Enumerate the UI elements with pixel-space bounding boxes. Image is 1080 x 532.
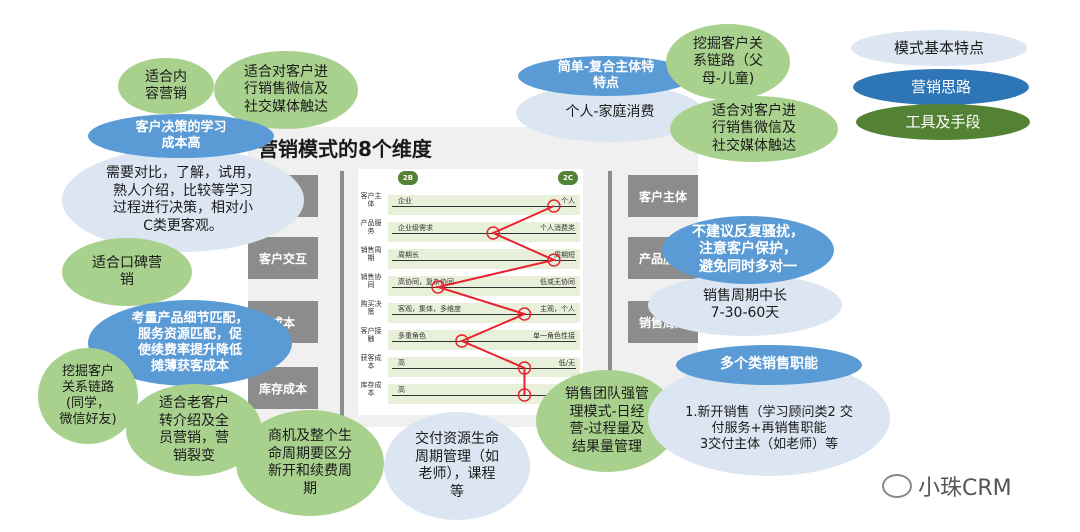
profile-point bbox=[517, 361, 532, 375]
row-label: 库存成本 bbox=[360, 381, 382, 397]
bubble-sales-cycle: 销售周期中长 7-30-60天 bbox=[648, 274, 842, 336]
dimension-scale-panel: 2B 2C 客户主体企业个人产品服务企业级需求个人消费类销售周期周期长周期短销售… bbox=[358, 169, 583, 415]
bubble-relation-chain-left: 挖掘客户 关系链路 (同学， 微信好友) bbox=[38, 348, 138, 444]
dimension-row: 购买决策 客观，集体，多维度 主观，个人 bbox=[358, 299, 583, 326]
profile-zigzag bbox=[431, 199, 561, 402]
row-right-value: 个人消费类 bbox=[540, 224, 575, 232]
dimension-row: 库存成本高低 bbox=[358, 380, 583, 407]
row-left-value: 周期长 bbox=[398, 251, 419, 259]
bubble-wechat-touch-left: 适合对客户进 行销售微信及 社交媒体触达 bbox=[214, 51, 358, 129]
row-left-value: 高 bbox=[398, 359, 405, 367]
watermark: 小珠CRM bbox=[882, 470, 1012, 502]
bubble-wechat-touch-right: 适合对客户进 行销售微信及 社交媒体触达 bbox=[670, 96, 838, 162]
row-left-value: 客观，集体，多维度 bbox=[398, 305, 461, 313]
profile-point bbox=[547, 253, 561, 267]
profile-point bbox=[455, 334, 469, 348]
legend-marketing-thinking: 营销思路 bbox=[853, 69, 1029, 105]
row-band bbox=[388, 195, 580, 215]
badge-2b: 2B bbox=[398, 171, 418, 185]
row-label: 购买决策 bbox=[360, 300, 382, 316]
slide-title: 营销模式的8个维度 bbox=[258, 137, 432, 161]
row-right-value: 个人 bbox=[561, 197, 575, 205]
row-axis bbox=[392, 314, 576, 315]
dimension-row: 客户主体 企业 个人 bbox=[358, 191, 583, 218]
legend-tools-means: 工具及手段 bbox=[856, 104, 1030, 140]
row-left-value: 多重角色 bbox=[398, 332, 426, 340]
profile-point bbox=[517, 307, 532, 321]
row-axis bbox=[392, 368, 576, 369]
row-label: 获客成本 bbox=[360, 354, 382, 370]
row-left-value: 企业 bbox=[398, 197, 412, 205]
bubble-lifecycle: 交付资源生命 周期管理（如 老师），课程 等 bbox=[384, 412, 530, 520]
row-band bbox=[388, 384, 580, 404]
bubble-subject-type: 简单-复合主体特 特点 bbox=[518, 56, 694, 96]
row-axis bbox=[392, 233, 576, 234]
row-label: 客户接触 bbox=[360, 327, 382, 343]
watermark-text: 小珠CRM bbox=[918, 476, 1012, 501]
bubble-relation-chain-right: 挖掘客户关 系链路（父 母-儿童) bbox=[666, 24, 790, 100]
row-axis bbox=[392, 260, 576, 261]
profile-point bbox=[547, 199, 561, 213]
row-band bbox=[388, 222, 580, 242]
dimension-row: 获客成本 高 低/无 bbox=[358, 353, 583, 380]
profile-point bbox=[517, 388, 532, 402]
row-axis bbox=[392, 206, 576, 207]
left-dimension-2: 客户交互 bbox=[248, 237, 318, 279]
profile-line bbox=[434, 205, 558, 395]
row-band bbox=[388, 303, 580, 323]
profile-point bbox=[486, 226, 500, 240]
row-axis bbox=[392, 341, 576, 342]
row-label: 销售周期 bbox=[360, 246, 382, 262]
row-axis bbox=[392, 287, 576, 288]
right-divider bbox=[608, 171, 612, 421]
bubble-multi-role: 多个类销售职能 bbox=[676, 345, 862, 385]
row-band bbox=[388, 249, 580, 269]
dimension-row: 客户接触 多重角色 单一角色性接 bbox=[358, 326, 583, 353]
badge-2c: 2C bbox=[558, 171, 578, 185]
row-right-value: 周期短 bbox=[554, 251, 575, 259]
row-band bbox=[388, 330, 580, 350]
bubble-decision-cost: 客户决策的学习 成本高 bbox=[88, 114, 274, 158]
row-axis bbox=[392, 395, 576, 396]
profile-point bbox=[431, 280, 445, 294]
dimension-row: 销售周期 周期长 周期短 bbox=[358, 245, 583, 272]
bubble-no-harassment: 不建议反复骚扰， 注意客户保护， 避免同时多对一 bbox=[662, 216, 834, 284]
bubble-opportunity-cycle: 商机及整个生 命周期要区分 新开和续费周 期 bbox=[236, 410, 384, 516]
dimensions-slide: 营销模式的8个维度 主体 客户交互 成本 库存成本 客户主体 产品服务 销售周期… bbox=[248, 127, 698, 427]
row-left-value: 企业级需求 bbox=[398, 224, 433, 232]
row-right-value: 低或无协同 bbox=[540, 278, 575, 286]
right-dimension-1: 客户主体 bbox=[628, 175, 698, 217]
row-left-value: 高 bbox=[398, 386, 405, 394]
row-left-value: 高协同，复杂协同 bbox=[398, 278, 454, 286]
row-label: 销售协同 bbox=[360, 273, 382, 289]
row-right-value: 主观，个人 bbox=[540, 305, 575, 313]
bubble-content-marketing: 适合内 容营销 bbox=[118, 58, 214, 114]
row-right-value: 单一角色性接 bbox=[533, 332, 575, 340]
dimension-row: 产品服务 企业级需求 个人消费类 bbox=[358, 218, 583, 245]
bubble-referral: 适合老客户 转介绍及全 员营销，营 销裂变 bbox=[126, 384, 262, 476]
row-label: 客户主体 bbox=[360, 192, 382, 208]
row-label: 产品服务 bbox=[360, 219, 382, 235]
wechat-icon bbox=[882, 474, 912, 498]
bubble-word-of-mouth: 适合口碑营 销 bbox=[62, 238, 192, 306]
bubble-decision-detail: 需要对比，了解，试用， 熟人介绍，比较等学习 过程进行决策，相对小 C类更客观。 bbox=[62, 148, 304, 252]
left-divider bbox=[340, 171, 344, 421]
row-band bbox=[388, 357, 580, 377]
legend-basic-features: 模式基本特点 bbox=[851, 30, 1027, 66]
row-right-value: 低/无 bbox=[558, 359, 575, 367]
